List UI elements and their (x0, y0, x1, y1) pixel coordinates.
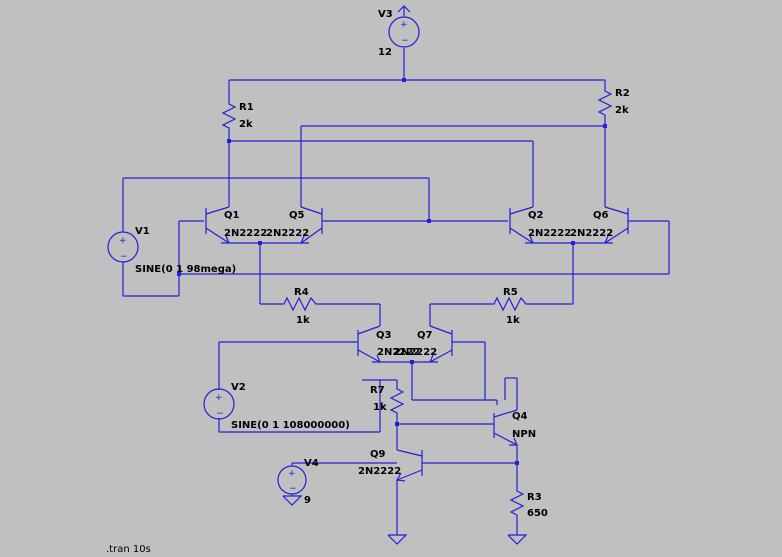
svg-text:+: + (400, 20, 408, 30)
v2-name-label: V2 (231, 382, 246, 393)
q4-model-label: NPN (512, 429, 536, 440)
q5-model-label: 2N2222 (266, 228, 309, 239)
q5-name-label: Q5 (289, 210, 305, 221)
q4-transistor[interactable] (492, 409, 518, 446)
q9-name-label: Q9 (370, 449, 386, 460)
r5-value-label: 1k (506, 315, 520, 326)
q3-model-label: 2N2222 (377, 347, 420, 358)
q2-name-label: Q2 (528, 210, 544, 221)
q6-transistor[interactable] (604, 206, 631, 244)
q7-transistor[interactable] (429, 325, 454, 363)
q4-name-label: Q4 (512, 411, 528, 422)
r7-name-label: R7 (370, 385, 385, 396)
r5-name-label: R5 (503, 287, 518, 298)
q1-model-label: 2N2222 (224, 228, 267, 239)
q3-name-label: Q3 (376, 330, 392, 341)
r1-value-label: 2k (239, 119, 253, 130)
r1-name-label: R1 (239, 102, 254, 113)
svg-text:−: − (216, 409, 224, 419)
v1-value-label: SINE(0 1 98mega) (135, 264, 236, 275)
r4-name-label: R4 (294, 287, 309, 298)
q2-model-label: 2N2222 (528, 228, 571, 239)
q7-name-label: Q7 (417, 330, 433, 341)
q6-model-label: 2N2222 (570, 228, 613, 239)
spice-directive[interactable]: .tran 10s (106, 544, 151, 555)
q3-transistor[interactable] (356, 325, 381, 363)
v3-source[interactable]: + − (388, 5, 420, 48)
r3-name-label: R3 (527, 492, 542, 503)
v3-name-label: V3 (378, 9, 393, 20)
svg-text:−: − (120, 252, 128, 262)
wires (122, 48, 670, 535)
q2-transistor[interactable] (509, 206, 534, 244)
r2-name-label: R2 (615, 88, 630, 99)
r1-resistor[interactable] (221, 100, 237, 132)
r3-resistor[interactable] (509, 487, 525, 521)
q6-name-label: Q6 (593, 210, 609, 221)
r5-resistor[interactable] (490, 296, 530, 312)
v1-name-label: V1 (135, 226, 150, 237)
junctions (177, 78, 607, 465)
svg-text:+: + (288, 469, 296, 479)
q7-model-label: 2N2222 (394, 347, 437, 358)
r3-value-label: 650 (527, 508, 548, 519)
svg-text:+: + (119, 236, 127, 246)
svg-text:+: + (215, 393, 223, 403)
svg-text:−: − (401, 36, 409, 46)
v4-source[interactable]: + − (277, 465, 307, 495)
v2-source[interactable]: + − (203, 388, 235, 420)
r2-resistor[interactable] (597, 87, 613, 119)
r4-resistor[interactable] (280, 296, 320, 312)
q9-model-label: 2N2222 (358, 466, 401, 477)
r2-value-label: 2k (615, 105, 629, 116)
svg-text:−: − (289, 484, 297, 494)
v3-value-label: 12 (378, 47, 392, 58)
r7-resistor[interactable] (389, 385, 405, 415)
q9-transistor[interactable] (396, 449, 424, 482)
r7-value-label: 1k (373, 402, 387, 413)
q1-name-label: Q1 (224, 210, 240, 221)
q5-transistor[interactable] (300, 206, 325, 244)
r4-value-label: 1k (296, 315, 310, 326)
v2-value-label: SINE(0 1 108000000) (231, 420, 350, 431)
q1-transistor[interactable] (205, 206, 230, 244)
ground-icon (507, 534, 528, 545)
ground-icon (387, 534, 408, 545)
v4-name-label: V4 (304, 458, 319, 469)
v1-source[interactable]: + − (107, 231, 139, 263)
v4-value-label: 9 (304, 495, 311, 506)
ground-icon (282, 494, 303, 506)
